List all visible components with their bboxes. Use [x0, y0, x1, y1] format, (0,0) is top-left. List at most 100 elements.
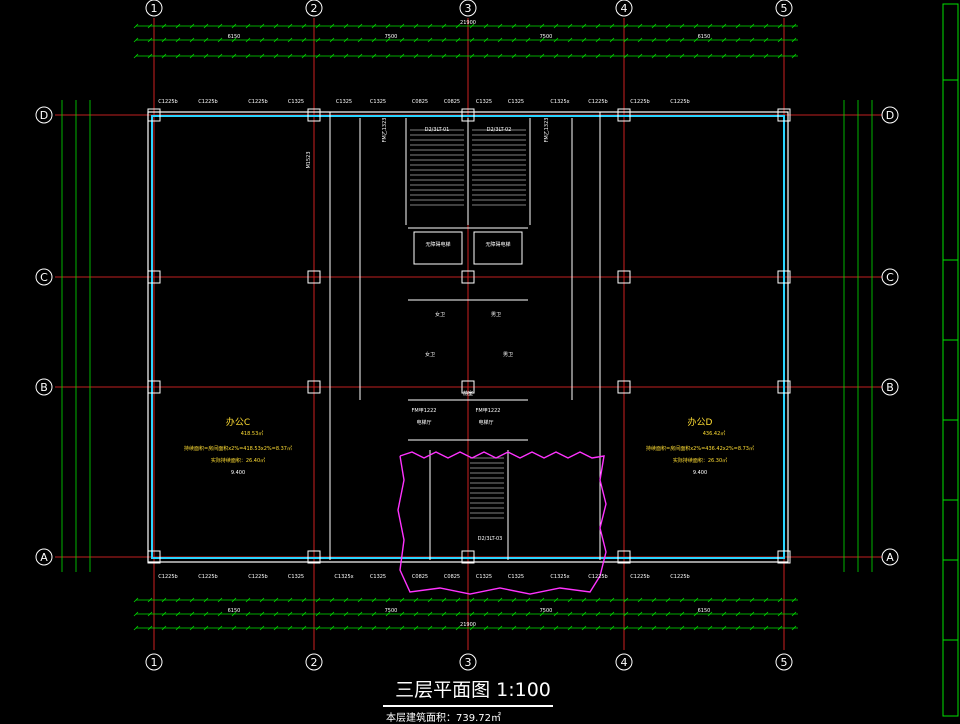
grid-bubble-label: D — [886, 109, 894, 122]
column — [617, 550, 631, 564]
window-tag: C1325 — [336, 99, 352, 105]
dimension-tick — [385, 53, 391, 59]
dimension-tick — [357, 37, 363, 43]
dimension-tick — [581, 23, 587, 29]
dimension-tick — [553, 53, 559, 59]
dimension-tick — [651, 611, 657, 617]
lobby-label: 电梯厅 — [416, 419, 431, 426]
dimension-tick — [651, 625, 657, 631]
dimension-tick — [749, 37, 755, 43]
grid-bubble — [145, 0, 163, 17]
bay-dimension-bottom: 6150 — [698, 608, 711, 614]
column — [147, 108, 161, 122]
dimension-tick — [371, 37, 377, 43]
window-tag: C1325 — [288, 99, 304, 105]
dimension-tick — [455, 23, 461, 29]
window-tag: C0825 — [444, 99, 460, 105]
window-tag: C1225b — [198, 99, 217, 105]
dimension-tick — [679, 597, 685, 603]
dimension-tick — [469, 597, 475, 603]
dimension-tick — [525, 37, 531, 43]
grid-bubble — [615, 653, 633, 671]
dimension-tick — [427, 37, 433, 43]
column — [461, 270, 475, 284]
dimension-tick — [133, 611, 139, 617]
dimension-tick — [665, 37, 671, 43]
window-tag: C1225b — [670, 574, 689, 580]
dimension-tick — [427, 53, 433, 59]
dimension-tick — [399, 37, 405, 43]
dimension-tick — [735, 625, 741, 631]
dimension-tick — [399, 53, 405, 59]
grid-bubble — [35, 106, 53, 124]
bay-dimension-bottom: 7500 — [385, 608, 398, 614]
dimension-tick — [441, 53, 447, 59]
dimension-tick — [511, 23, 517, 29]
dimension-tick — [707, 611, 713, 617]
dimension-tick — [441, 37, 447, 43]
dimension-tick — [301, 611, 307, 617]
dimension-tick — [399, 625, 405, 631]
dimension-tick — [203, 597, 209, 603]
grid-bubble — [305, 0, 323, 17]
dimension-tick — [707, 625, 713, 631]
dimension-tick — [371, 53, 377, 59]
column — [617, 380, 631, 394]
window-tag: C1225b — [630, 574, 649, 580]
dimension-tick — [259, 611, 265, 617]
glazing-line — [151, 115, 785, 559]
dimension-tick — [371, 23, 377, 29]
grid-bubble-label: 5 — [781, 656, 788, 669]
dimension-tick — [791, 23, 797, 29]
dimension-tick — [497, 625, 503, 631]
column — [307, 380, 321, 394]
dimension-tick — [553, 597, 559, 603]
dimension-tick — [777, 37, 783, 43]
dimension-tick — [147, 23, 153, 29]
dimension-tick — [679, 23, 685, 29]
dimension-tick — [133, 53, 139, 59]
dimension-tick — [161, 625, 167, 631]
overall-dimension-top: 21900 — [460, 20, 476, 26]
dimension-tick — [595, 611, 601, 617]
dimension-tick — [315, 23, 321, 29]
floor-area-value: 739.72㎡ — [456, 713, 501, 724]
dimension-tick — [791, 53, 797, 59]
dimension-tick — [539, 53, 545, 59]
dimension-tick — [189, 611, 195, 617]
column — [777, 550, 791, 564]
dimension-tick — [623, 53, 629, 59]
dimension-tick — [175, 37, 181, 43]
dimension-tick — [525, 597, 531, 603]
corridor-label: 前室 — [463, 390, 473, 397]
dimension-tick — [385, 597, 391, 603]
dimension-tick — [721, 625, 727, 631]
dimension-tick — [455, 597, 461, 603]
dimension-tick — [371, 611, 377, 617]
dimension-tick — [133, 597, 139, 603]
dimension-tick — [637, 23, 643, 29]
dimension-tick — [161, 37, 167, 43]
dimension-tick — [469, 625, 475, 631]
dimension-tick — [203, 625, 209, 631]
dimension-tick — [217, 611, 223, 617]
dimension-tick — [441, 625, 447, 631]
dimension-tick — [301, 597, 307, 603]
grid-bubble-label: 5 — [781, 2, 788, 15]
column — [617, 270, 631, 284]
dimension-tick — [413, 597, 419, 603]
room-area: 418.53㎡ — [241, 430, 264, 437]
title-underline — [383, 705, 553, 707]
dimension-tick — [147, 37, 153, 43]
grid-bubble — [305, 653, 323, 671]
grid-bubble-label: 4 — [621, 656, 628, 669]
grid-bubble — [615, 0, 633, 17]
dimension-tick — [469, 53, 475, 59]
dimension-tick — [413, 611, 419, 617]
dimension-tick — [315, 37, 321, 43]
dimension-tick — [455, 53, 461, 59]
dimension-tick — [665, 625, 671, 631]
dimension-tick — [357, 597, 363, 603]
dimension-tick — [707, 597, 713, 603]
